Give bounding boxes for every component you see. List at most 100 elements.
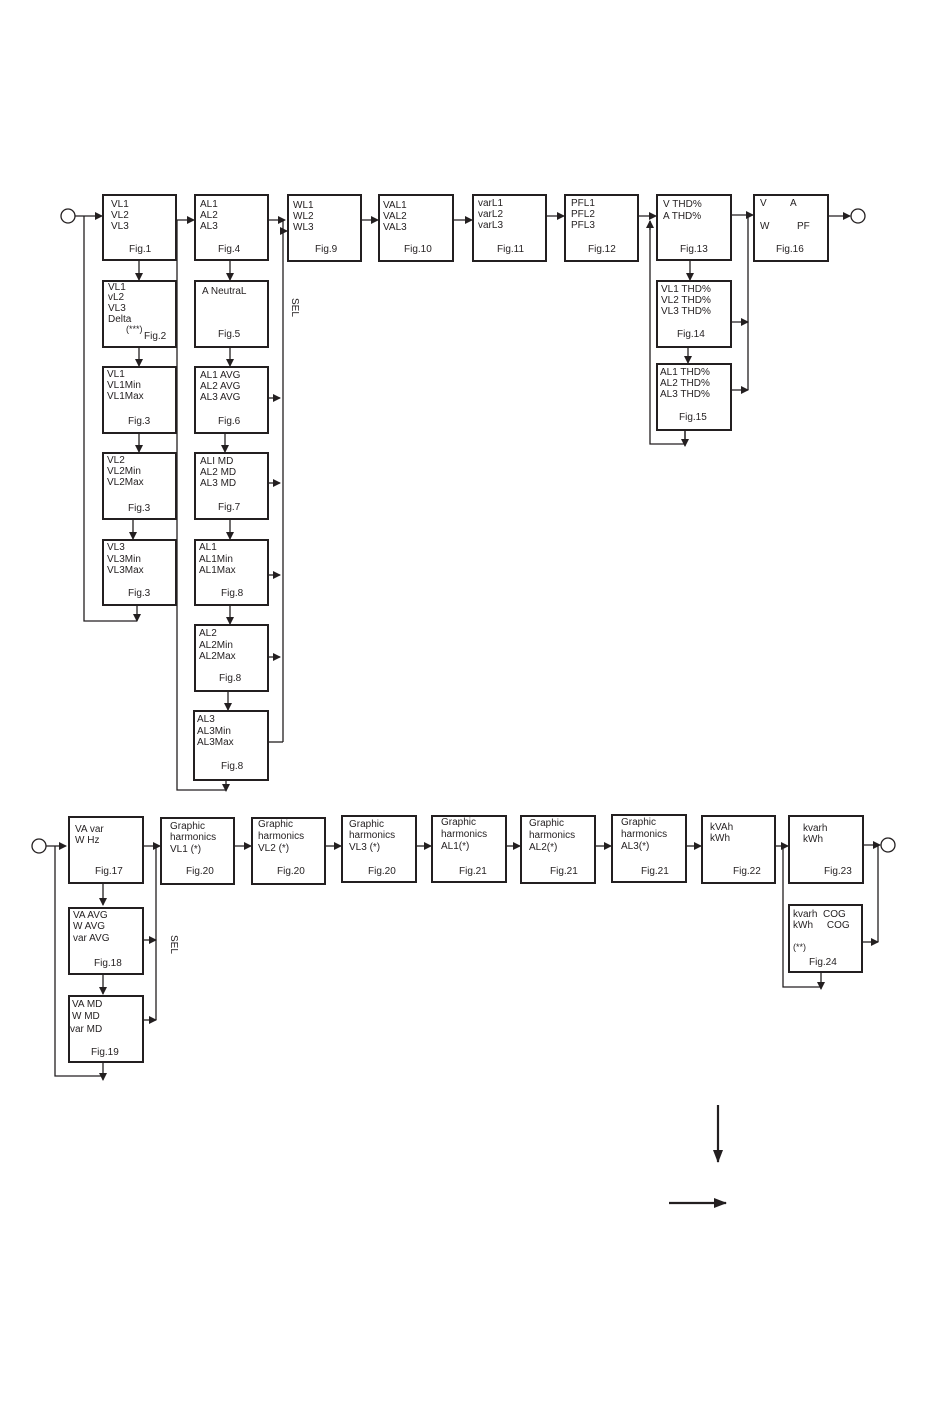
fig24-box[interactable]: kvarh COG kWh COG (**) Fig.24 [788,904,863,973]
fig7-box[interactable]: ALI MD AL2 MD AL3 MD Fig.7 [194,452,269,520]
box-line: (**) [793,942,806,952]
box-line: AL3 AVG [200,392,241,403]
box-line: harmonics [258,831,305,842]
box-line: PFL3 [571,220,595,231]
fig-label: Fig.21 [641,866,669,877]
fig21-al3-box[interactable]: Graphic harmonics AL3(*) Fig.21 [611,814,687,883]
box-line: VA var [75,824,104,835]
fig21-al1-box[interactable]: Graphic harmonics AL1(*) Fig.21 [431,815,507,883]
fig20-vl3-box[interactable]: Graphic harmonics VL3 (*) Fig.20 [341,815,417,883]
box-line: harmonics [529,830,576,841]
fig3-vl1-box[interactable]: VL1 VL1Min VL1Max Fig.3 [102,366,177,434]
fig-label: Fig.15 [679,412,707,423]
box-line: Graphic [441,817,477,828]
box-line: kWh COG [793,920,850,931]
box-line: harmonics [441,829,488,840]
fig-label: Fig.10 [404,244,432,255]
fig-label: Fig.4 [218,244,241,255]
fig5-box[interactable]: A NeutraL Fig.5 [194,280,269,348]
box-line: AL1Max [199,565,236,576]
fig23-box[interactable]: kvarh kWh Fig.23 [788,815,864,884]
fig8-al2-box[interactable]: AL2 AL2Min AL2Max Fig.8 [194,624,269,692]
fig17-box[interactable]: VA var W Hz Fig.17 [68,816,144,884]
box-line: VL2Min [107,466,141,477]
fig3-vl3-box[interactable]: VL3 VL3Min VL3Max Fig.3 [102,539,177,606]
box-line: WL3 [293,222,314,233]
fig-label: Fig.20 [277,866,305,877]
box-line: VL3 [111,221,129,232]
box-line: WL1 [293,200,314,211]
box-line: kvarh COG [793,909,846,920]
box-line: W MD [72,1011,100,1022]
box-line: harmonics [170,832,217,843]
fig-label: Fig.24 [809,957,837,968]
fig-label: Fig.6 [218,416,241,427]
box-line: kWh [710,833,730,844]
box-line: AL1(*) [441,841,470,852]
fig9-box[interactable]: WL1 WL2 WL3 Fig.9 [287,194,362,262]
box-line: VL2 (*) [258,843,290,854]
box-line: ALI MD [200,456,234,467]
fig11-box[interactable]: varL1 varL2 varL3 Fig.11 [472,194,547,262]
fig10-box[interactable]: VAL1 VAL2 VAL3 Fig.10 [378,194,454,262]
box-line: Graphic [349,819,385,830]
fig14-box[interactable]: VL1 THD% VL2 THD% VL3 THD% Fig.14 [656,280,732,348]
box-line: varL1 [478,198,504,209]
box-line: harmonics [349,830,396,841]
box-line: var AVG [73,933,110,944]
fig-label: Fig.12 [588,244,616,255]
box-line: Delta [108,314,132,325]
fig12-box[interactable]: PFL1 PFL2 PFL3 Fig.12 [564,194,639,262]
fig-label: Fig.3 [128,503,151,514]
fig3-vl2-box[interactable]: VL2 VL2Min VL2Max Fig.3 [102,452,177,520]
box-line: harmonics [621,829,668,840]
fig18-box[interactable]: VA AVG W AVG var AVG Fig.18 [68,907,144,975]
fig-label: Fig.13 [680,244,708,255]
box-line: V THD% [663,199,702,210]
fig21-al2-box[interactable]: Graphic harmonics AL2(*) Fig.21 [520,815,596,884]
fig22-box[interactable]: kVAh kWh Fig.22 [701,815,776,884]
box-line: vL2 [108,292,125,303]
box-line: WL2 [293,211,314,222]
box-line: A NeutraL [202,286,247,297]
box-line: kVAh [710,822,734,833]
fig-label: Fig.21 [550,866,578,877]
fig1-box[interactable]: VL1 VL2 VL3 Fig.1 [102,194,177,261]
box-line: W [760,221,770,232]
box-line: Graphic [529,818,565,829]
fig4-box[interactable]: AL1 AL2 AL3 Fig.4 [194,194,269,261]
fig-label: Fig.14 [677,329,705,340]
fig6-box[interactable]: AL1 AVG AL2 AVG AL3 AVG Fig.6 [194,366,269,434]
box-line: AL3Min [197,726,231,737]
fig-label: Fig.20 [368,866,396,877]
box-line: (***) [126,324,143,334]
fig16-box[interactable]: V A W PF Fig.16 [753,194,829,262]
box-line: var MD [70,1024,103,1035]
fig20-vl2-box[interactable]: Graphic harmonics VL2 (*) Fig.20 [251,817,326,885]
fig19-box[interactable]: VA MD W MD var MD Fig.19 [68,995,144,1063]
fig-label: Fig.23 [824,866,852,877]
box-line: VL2Max [107,477,144,488]
box-line: AL3 THD% [660,389,710,400]
fig15-box[interactable]: AL1 THD% AL2 THD% AL3 THD% Fig.15 [656,363,732,431]
fig8-al1-box[interactable]: AL1 AL1Min AL1Max Fig.8 [194,539,269,606]
box-line: VL1 THD% [661,284,711,295]
fig-label: Fig.11 [497,244,525,255]
box-line: VL1 [111,199,129,210]
box-line: AL3 [200,221,218,232]
end-circle-2 [880,837,896,853]
box-line: VL1 (*) [170,844,202,855]
fig2-box[interactable]: VL1 vL2 VL3 Delta (***) Fig.2 [102,280,177,348]
fig8-al3-box[interactable]: AL3 AL3Min AL3Max Fig.8 [193,710,269,781]
box-line: V [760,198,767,209]
box-line: PFL2 [571,209,595,220]
box-line: AL1 [199,542,217,553]
fig13-box[interactable]: V THD% A THD% Fig.13 [656,194,732,261]
box-line: VL3 [108,303,126,314]
fig-label: Fig.7 [218,502,241,513]
fig-label: Fig.22 [733,866,761,877]
fig20-vl1-box[interactable]: Graphic harmonics VL1 (*) Fig.20 [160,817,235,885]
fig-label: Fig.9 [315,244,338,255]
